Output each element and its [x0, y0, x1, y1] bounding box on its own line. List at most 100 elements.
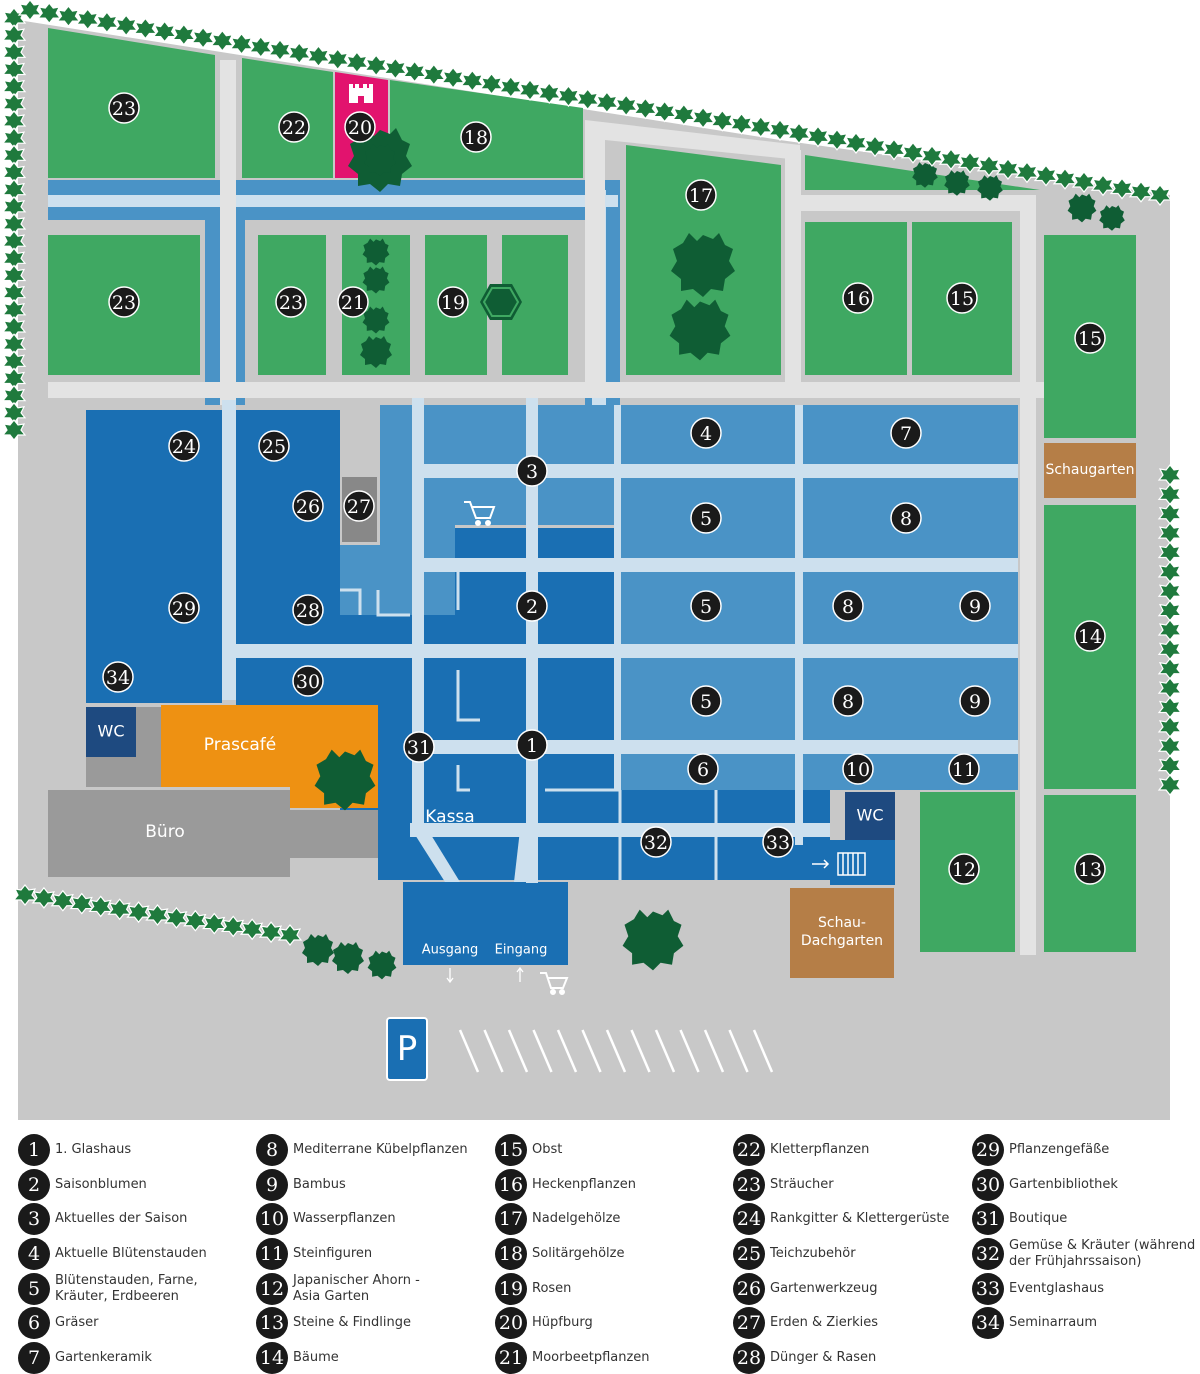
- map-marker-15[interactable]: 15: [1074, 322, 1106, 354]
- hedge-leaf-icon: [749, 116, 773, 138]
- legend-number-badge: 26: [733, 1273, 765, 1305]
- legend-text: Solitärgehölze: [532, 1246, 625, 1262]
- map-marker-23[interactable]: 23: [275, 286, 307, 318]
- map-marker-20[interactable]: 20: [344, 111, 376, 143]
- map-marker-6[interactable]: 6: [687, 753, 719, 785]
- map-marker-33[interactable]: 33: [762, 826, 794, 858]
- map-marker-number: 4: [700, 423, 712, 445]
- map-marker-16[interactable]: 16: [842, 282, 874, 314]
- map-marker-14[interactable]: 14: [1074, 620, 1106, 652]
- map-marker-23[interactable]: 23: [108, 92, 140, 124]
- building-glasshouse-1: [340, 528, 830, 880]
- parking-space-line: [703, 1029, 725, 1073]
- parking-spaces: [458, 1029, 774, 1073]
- map-marker-5[interactable]: 5: [690, 590, 722, 622]
- map-marker-28[interactable]: 28: [292, 594, 324, 626]
- legend-text-line: Boutique: [1009, 1211, 1068, 1226]
- hedge-leaf-icon: [787, 122, 811, 144]
- map-marker-10[interactable]: 10: [842, 753, 874, 785]
- wc-right-box: [845, 792, 895, 840]
- map-marker-7[interactable]: 7: [890, 417, 922, 449]
- prascafe-label: Prascafé: [204, 735, 276, 755]
- map-marker-23[interactable]: 23: [108, 286, 140, 318]
- map-marker-26[interactable]: 26: [292, 490, 324, 522]
- parking-space-line: [728, 1029, 749, 1073]
- map-marker-18[interactable]: 18: [460, 121, 492, 153]
- map-marker-2[interactable]: 2: [516, 590, 548, 622]
- map-marker-number: 32: [644, 832, 668, 854]
- legend-text-line: Eventglashaus: [1009, 1281, 1105, 1296]
- hedge-leaf-icon: [37, 2, 61, 24]
- map-marker-1[interactable]: 1: [516, 729, 548, 761]
- path: [48, 195, 618, 207]
- map-marker-30[interactable]: 30: [292, 665, 324, 697]
- map-marker-3[interactable]: 3: [516, 455, 548, 487]
- map-marker-34[interactable]: 34: [102, 661, 134, 693]
- map-marker-32[interactable]: 32: [640, 826, 672, 858]
- map-marker-4[interactable]: 4: [690, 417, 722, 449]
- map-marker-31[interactable]: 31: [403, 731, 435, 763]
- hedge-leaf-icon: [364, 54, 388, 76]
- map-marker-19[interactable]: 19: [437, 286, 469, 318]
- map-marker-17[interactable]: 17: [685, 179, 717, 211]
- map-marker-number: 14: [1078, 626, 1102, 648]
- parking-space-line: [483, 1029, 504, 1073]
- map-marker-12[interactable]: 12: [948, 853, 980, 885]
- direction-arrows-icon: [446, 966, 524, 984]
- parking-space-line: [605, 1029, 627, 1073]
- map-marker-15[interactable]: 15: [946, 282, 978, 314]
- hedge-leaf-icon: [18, 0, 42, 21]
- legend-text: Rosen: [532, 1281, 571, 1297]
- map-marker-number: 2: [526, 596, 538, 618]
- legend-text: Boutique: [1009, 1211, 1067, 1227]
- legend-item-26: 26 Gartenwerkzeug: [733, 1273, 878, 1305]
- map-marker-9[interactable]: 9: [959, 685, 991, 717]
- map-marker-5[interactable]: 5: [690, 685, 722, 717]
- legend-text-line: Gartenwerkzeug: [770, 1281, 878, 1296]
- hedge-leaf-icon: [153, 20, 177, 43]
- legend-text: Heckenpflanzen: [532, 1177, 636, 1193]
- stairs-corridor: [830, 840, 895, 885]
- hedge-leaf-icon: [287, 42, 311, 64]
- shopping-cart-icon: [540, 972, 569, 995]
- map-marker-11[interactable]: 11: [948, 753, 980, 785]
- map-marker-number: 15: [950, 288, 974, 310]
- map-marker-number: 20: [348, 117, 372, 139]
- legend-text: Kletterpflanzen: [770, 1142, 869, 1158]
- map-marker-8[interactable]: 8: [832, 590, 864, 622]
- legend-text-line: Wasserpflanzen: [293, 1211, 396, 1226]
- map-marker-number: 5: [700, 596, 712, 618]
- map-marker-number: 18: [464, 127, 488, 149]
- map-marker-21[interactable]: 21: [337, 286, 369, 318]
- legend-text-line: Kräuter, Erdbeeren: [55, 1289, 179, 1304]
- map-marker-27[interactable]: 27: [343, 490, 375, 522]
- legend-number-badge: 14: [256, 1342, 288, 1374]
- map-marker-8[interactable]: 8: [832, 685, 864, 717]
- legend-number-badge: 23: [733, 1169, 765, 1201]
- entrance-block: [403, 882, 568, 965]
- hedge-leaf-icon: [595, 91, 619, 113]
- legend-text: Aktuelles der Saison: [55, 1211, 187, 1227]
- legend-text-line: Bambus: [293, 1177, 346, 1192]
- hedge-leaf-icon: [806, 125, 830, 148]
- parking-space-line: [654, 1029, 676, 1073]
- map-marker-24[interactable]: 24: [168, 430, 200, 462]
- map-marker-29[interactable]: 29: [168, 592, 200, 624]
- legend-text: Saisonblumen: [55, 1177, 147, 1193]
- hedge-leaf-icon: [268, 39, 292, 61]
- map-marker-8[interactable]: 8: [890, 502, 922, 534]
- map-marker-25[interactable]: 25: [258, 430, 290, 462]
- map-marker-9[interactable]: 9: [959, 590, 991, 622]
- map-marker-13[interactable]: 13: [1074, 853, 1106, 885]
- map-marker-22[interactable]: 22: [278, 111, 310, 143]
- map-marker-number: 10: [846, 759, 870, 781]
- hedge-leaf-icon: [306, 45, 331, 67]
- map-marker-5[interactable]: 5: [690, 502, 722, 534]
- legend-text-line: Teichzubehör: [770, 1246, 856, 1261]
